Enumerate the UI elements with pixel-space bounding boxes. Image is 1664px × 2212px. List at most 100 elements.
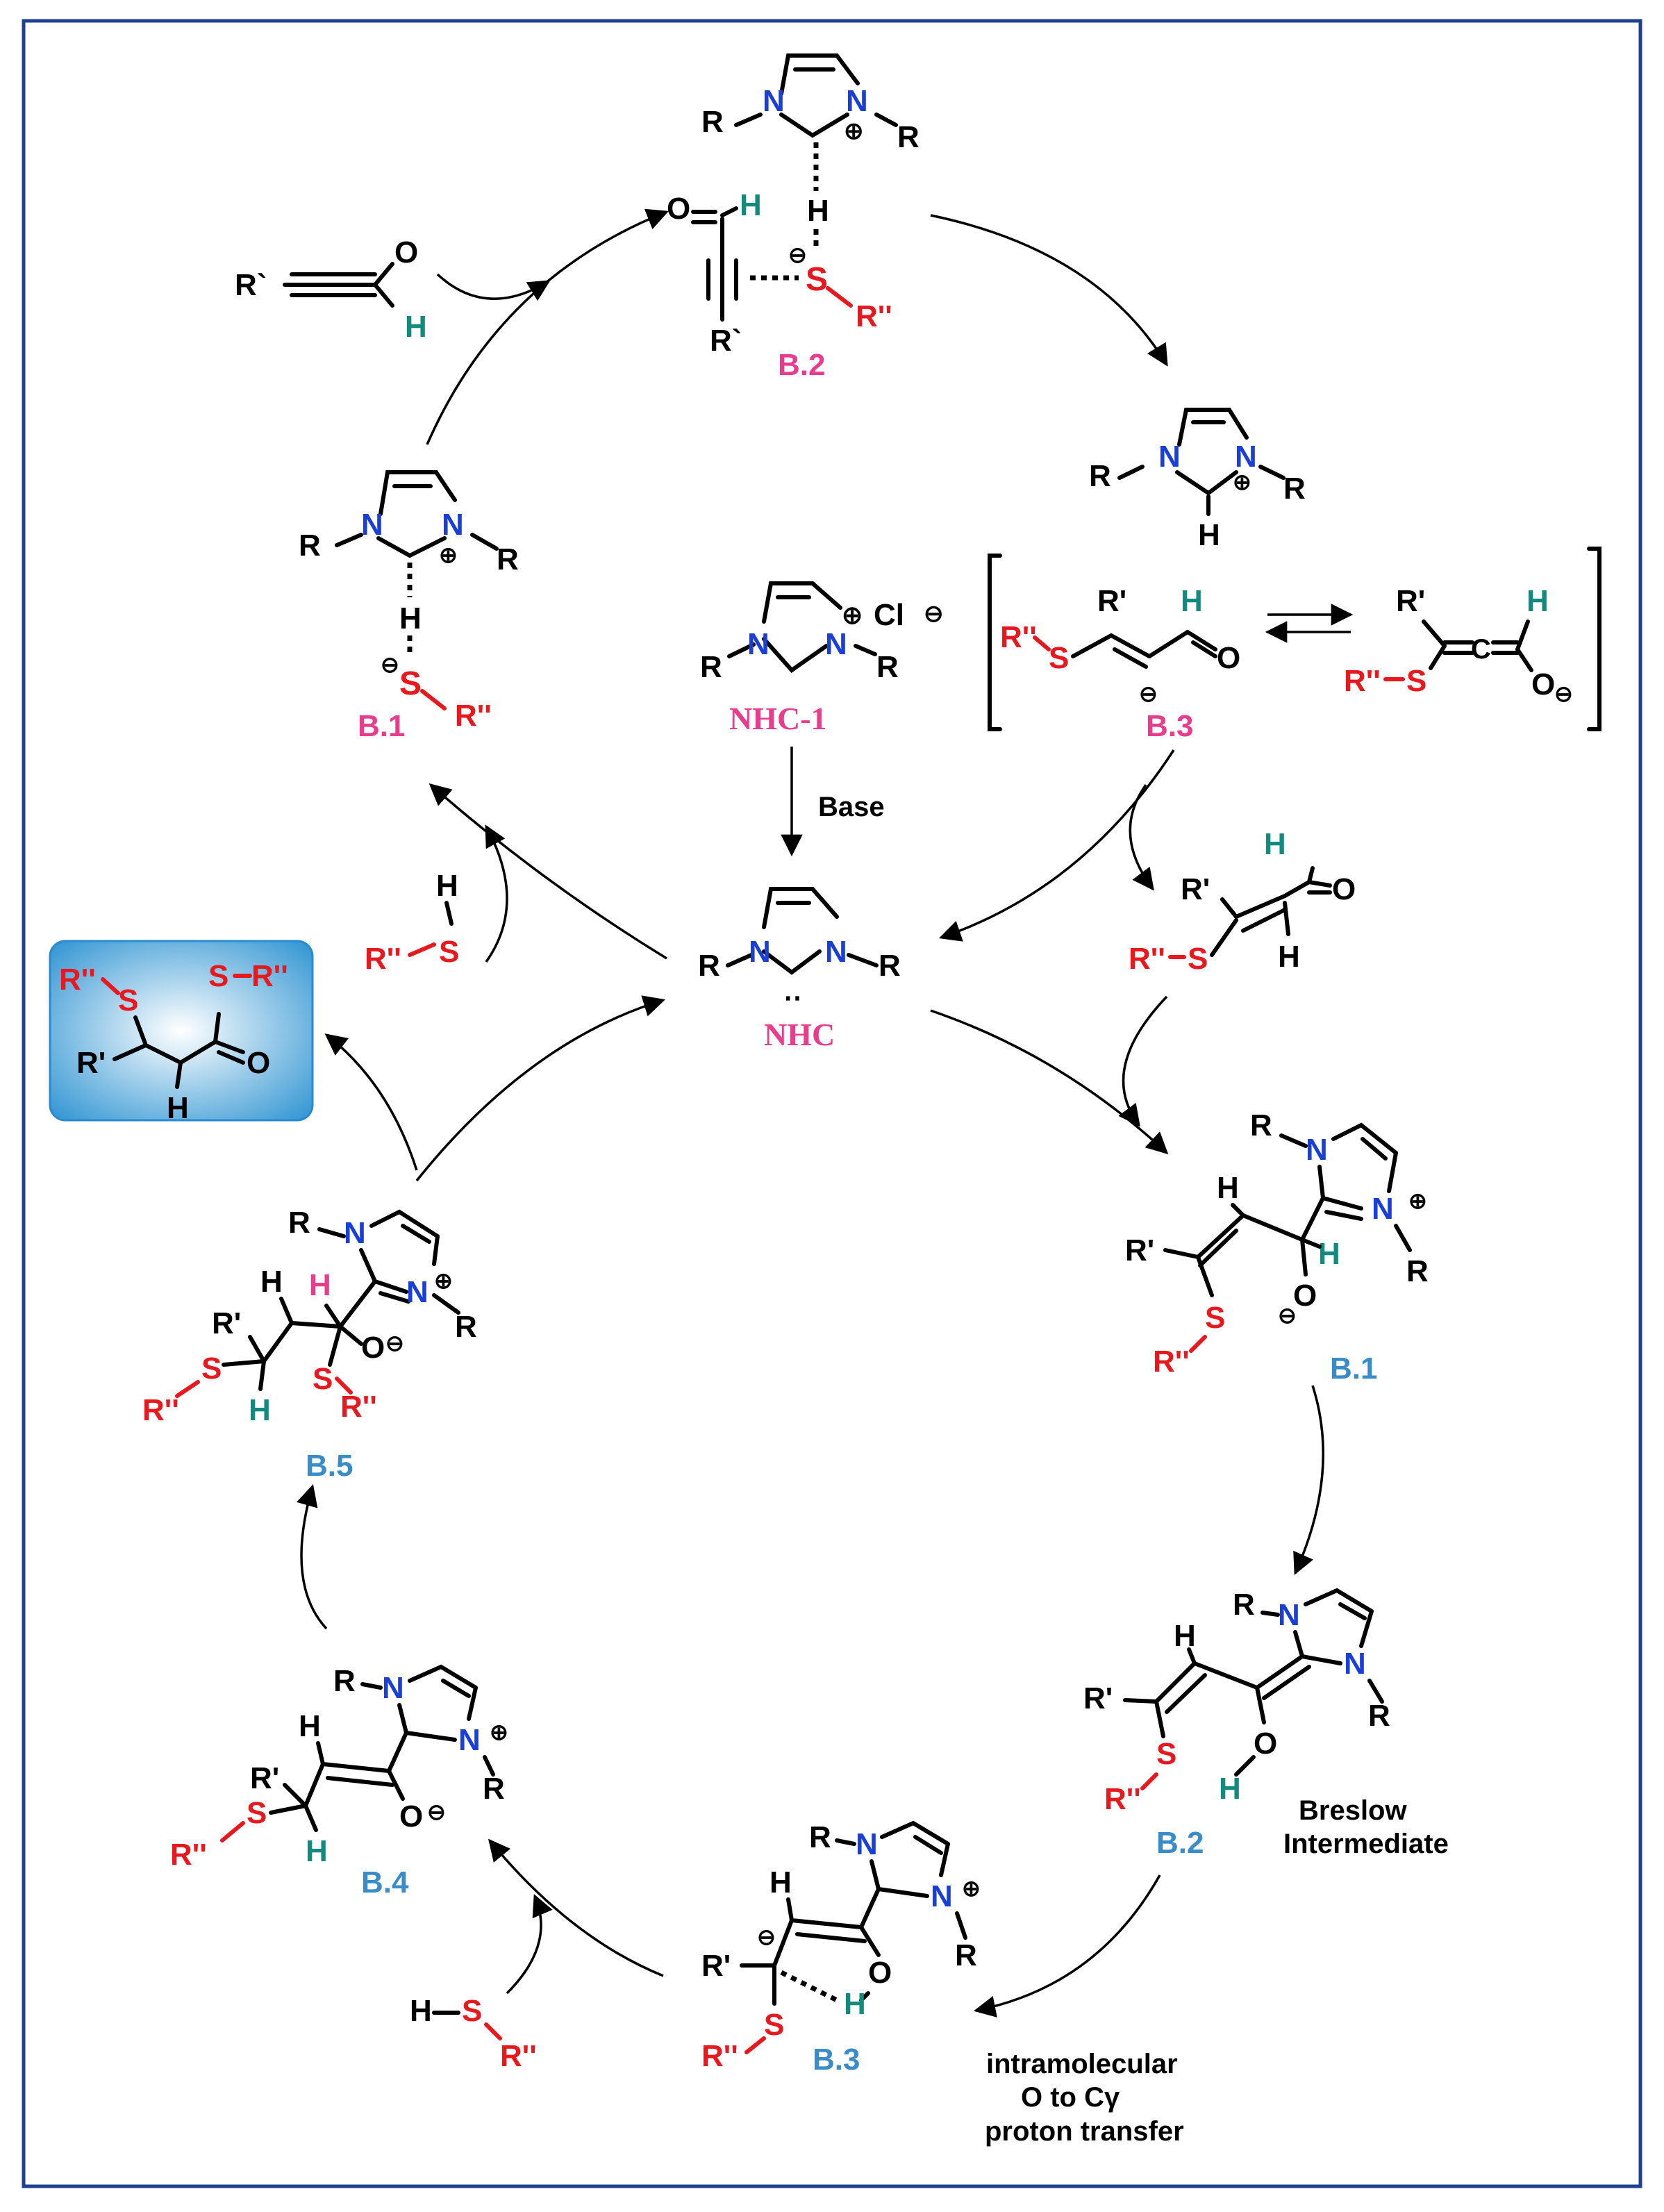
arrow-nhc-to-b1-left [429, 783, 667, 960]
arrow-ynal-in [436, 273, 551, 301]
carbene-lone-pair: ‥ [783, 976, 802, 1006]
b2-right-label: B.2 [1156, 1826, 1204, 1860]
transfer-label-2: O to Cγ [1021, 2082, 1120, 2113]
minus-charge: ⊖ [381, 652, 399, 677]
atom-r: R [299, 529, 321, 563]
atom-rpp: R'' [59, 963, 96, 997]
atom-s: S [1406, 664, 1426, 698]
atom-rpp: R'' [1129, 942, 1165, 976]
b2-top-complex: N N R R ⊕ H S ⊖ R'' O H R` B.2 [667, 53, 920, 382]
breslow-label-1: Breslow [1299, 1795, 1407, 1826]
atom-rpp: R'' [142, 1393, 179, 1427]
atom-rp: R' [1125, 1233, 1154, 1267]
nhc1-structure: N N R R ⊕ Cl ⊖ NHC-1 [700, 581, 944, 736]
atom-rpp: R'' [1000, 620, 1037, 654]
atom-h: H [306, 1834, 328, 1868]
plus-charge: ⊕ [844, 118, 864, 144]
b3-bottom-label: B.3 [813, 2043, 860, 2077]
minus-charge: ⊖ [788, 242, 807, 267]
atom-h: H [1219, 1772, 1241, 1806]
atom-n: N [1158, 440, 1181, 474]
atom-h: H [299, 1709, 321, 1743]
atom-rb: R` [710, 324, 742, 358]
atom-rpp: R'' [365, 942, 401, 976]
atom-n: N [749, 935, 771, 969]
atom-s: S [201, 1352, 222, 1386]
atom-s: S [118, 983, 138, 1017]
nhc-structure: N N R R ‥ NHC [698, 887, 901, 1052]
minus-charge: ⊖ [385, 1331, 404, 1356]
atom-r: R [1089, 459, 1111, 493]
atom-h: H [1278, 940, 1300, 974]
atom-rp: R' [1396, 584, 1425, 618]
base-label: Base [818, 792, 885, 822]
atom-s: S [399, 665, 422, 702]
atom-rb: R` [235, 268, 267, 302]
atom-s: S [764, 2008, 784, 2042]
imidazolium-right: N N R R ⊕ H [1089, 408, 1306, 552]
atom-n: N [931, 1879, 953, 1913]
atom-r: R [1368, 1699, 1390, 1733]
atom-r: R [1283, 472, 1306, 506]
atom-rp: R' [1097, 584, 1126, 618]
atom-o: O [667, 192, 690, 226]
atom-r: R [483, 1772, 505, 1806]
atom-n: N [442, 508, 464, 542]
atom-o: O [1293, 1279, 1317, 1313]
atom-r: R [1250, 1108, 1272, 1142]
atom-n: N [825, 627, 847, 661]
atom-s: S [247, 1796, 267, 1830]
atom-n: N [406, 1275, 429, 1309]
atom-r: R [455, 1310, 477, 1344]
arrow-b3-to-nhc [939, 749, 1175, 942]
atom-s: S [1188, 942, 1208, 976]
atom-s: S [439, 935, 459, 969]
atom-h: H [410, 1994, 432, 2028]
atom-s: S [1156, 1737, 1176, 1771]
atom-r: R [1406, 1254, 1429, 1288]
atom-h: H [1318, 1237, 1340, 1271]
arrow-b4-to-b5 [297, 1483, 328, 1630]
atom-h: H [1198, 518, 1220, 552]
atom-h: H [807, 194, 829, 228]
atom-h: H [260, 1265, 283, 1299]
atom-n: N [1235, 440, 1257, 474]
nhc-label: NHC [764, 1017, 835, 1052]
atom-o: O [1217, 641, 1240, 675]
thiol-reagent-bottom: H S R'' [410, 1994, 537, 2073]
atom-o: O [361, 1331, 385, 1365]
atom-rp: R' [1083, 1681, 1113, 1715]
b1-left-complex: N N R R ⊕ H S ⊖ R'' B.1 [299, 470, 519, 743]
minus-charge: ⊖ [1554, 681, 1573, 706]
atom-rpp: R'' [340, 1390, 377, 1424]
minus-charge: ⊖ [757, 1924, 776, 1949]
atom-r: R [288, 1206, 310, 1240]
atom-h: H [167, 1091, 189, 1125]
atom-rpp: R'' [1104, 1782, 1141, 1816]
atom-n: N [382, 1671, 404, 1705]
atom-h: H [436, 869, 458, 903]
arrow-b3-to-b4 [488, 1838, 664, 1977]
atom-s: S [806, 261, 828, 298]
plus-charge: ⊕ [962, 1876, 981, 1901]
atom-rpp: R'' [701, 2039, 738, 2073]
atom-r: R [700, 650, 722, 684]
plus-charge: ⊕ [434, 1268, 453, 1293]
atom-rpp: R'' [500, 2039, 537, 2073]
atom-n: N [747, 627, 769, 661]
atom-o: O [1332, 872, 1356, 906]
atom-h: H [249, 1393, 271, 1427]
atom-h: H [740, 188, 762, 222]
minus-charge: ⊖ [1278, 1303, 1297, 1328]
atom-n: N [1306, 1133, 1328, 1167]
atom-h: H [1264, 827, 1286, 861]
atom-r: R [897, 120, 920, 154]
atom-rp: R' [212, 1306, 241, 1340]
arrow-nhc-to-b1 [930, 1009, 1169, 1155]
atom-rpp: R'' [1153, 1345, 1190, 1379]
atom-h: H [1217, 1171, 1239, 1205]
plus-charge: ⊕ [439, 542, 458, 567]
arrow-enal-add [1118, 995, 1168, 1127]
atom-n: N [846, 84, 868, 118]
